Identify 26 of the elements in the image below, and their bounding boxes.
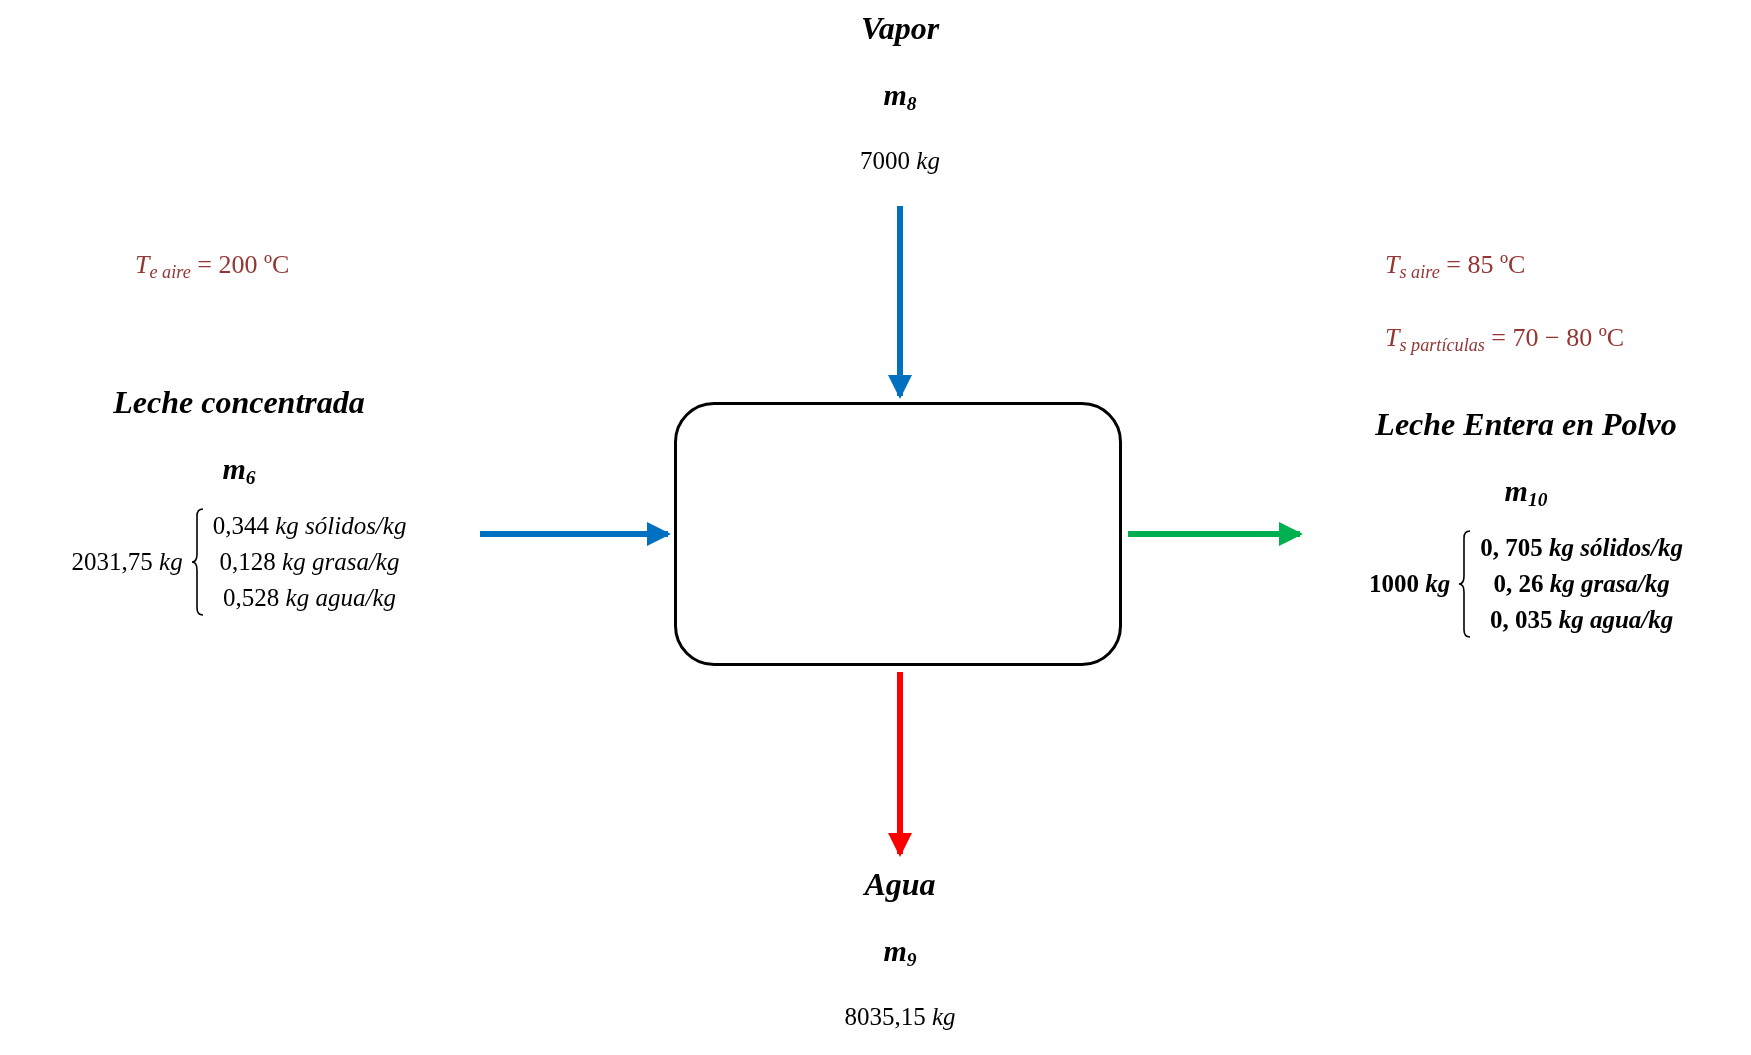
composition-line: 0, 705 kg sólidos/kg <box>1480 533 1683 563</box>
flow-arrow <box>888 672 912 857</box>
stream-name: Leche concentrada <box>113 386 365 418</box>
mass-symbol: m$_{6}$ <box>222 454 256 484</box>
temperature-note: T$_{s aire}$ = 85 ºC <box>1385 249 1526 284</box>
temperature-note: T$_{s partículas}$ = 70 − 80 ºC <box>1385 322 1625 357</box>
flow-arrow <box>1128 522 1303 546</box>
composition-line: 0, 26 kg grasa/kg <box>1493 569 1670 599</box>
mass-symbol: m$_{8}$ <box>883 80 917 110</box>
temperature-note: T$_{e aire}$ = 200 ºC <box>135 249 290 284</box>
composition-line: 0,528 kg agua/kg <box>223 583 396 613</box>
stream-name: Agua <box>864 868 936 900</box>
stream-name: Leche Entera en Polvo <box>1375 408 1677 440</box>
composition-line: 0,128 kg grasa/kg <box>219 547 400 577</box>
dryer-box <box>674 402 1122 666</box>
flow-arrow <box>480 522 671 546</box>
mass-value: 1000 kg <box>1368 569 1451 600</box>
mass-value: 7000 kg <box>860 146 940 176</box>
mass-symbol: m$_{9}$ <box>883 936 917 966</box>
composition-line: 0,344 kg sólidos/kg <box>212 511 407 541</box>
composition-line: 0, 035 kg agua/kg <box>1489 605 1674 635</box>
mass-symbol: m$_{10}$ <box>1504 476 1548 506</box>
mass-value: 8035,15 kg <box>844 1002 956 1032</box>
mass-value: 2031,75 kg <box>71 547 183 578</box>
flow-arrow <box>888 206 912 399</box>
stream-name: Vapor <box>860 12 940 44</box>
